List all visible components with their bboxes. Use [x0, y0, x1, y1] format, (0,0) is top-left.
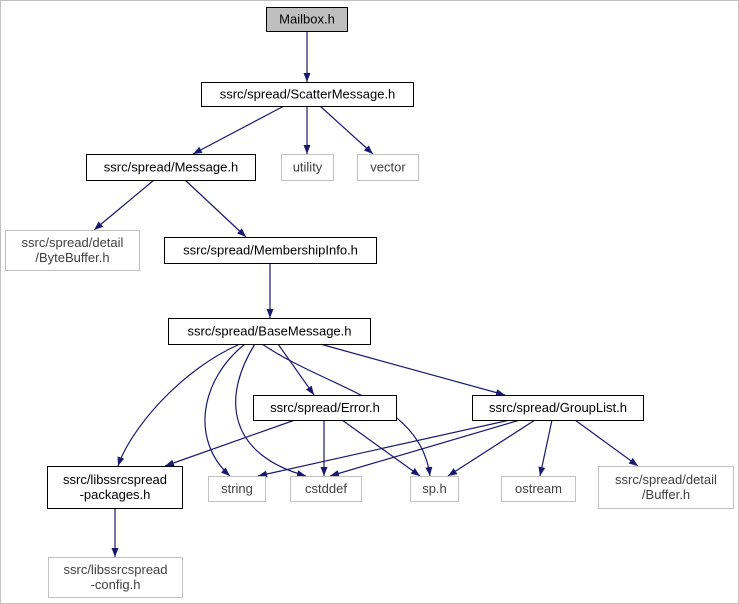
node-error-box: [253, 395, 397, 421]
node-bytebuffer-box: [5, 230, 140, 271]
node-packages-label: -packages.h: [80, 487, 151, 502]
edge-basemessage-to-cstddef: [235, 343, 307, 477]
node-vector-box: [357, 154, 419, 181]
node-bytebuffer: ssrc/spread/detail/ByteBuffer.h: [5, 230, 140, 271]
edge-grouplist-to-ostream: [538, 419, 553, 477]
node-basemessage-label: ssrc/spread/BaseMessage.h: [187, 324, 351, 339]
node-utility-box: [281, 154, 334, 181]
node-grouplist-box: [472, 395, 644, 421]
node-message[interactable]: ssrc/spread/Message.h: [86, 154, 256, 181]
node-membershipinfo-box: [164, 237, 377, 264]
node-string: string: [208, 476, 266, 502]
edge-basemessage-to-string: [204, 343, 246, 477]
node-error[interactable]: ssrc/spread/Error.h: [253, 395, 397, 421]
node-buffer-label: /Buffer.h: [642, 487, 690, 502]
node-utility: utility: [281, 154, 334, 181]
node-bytebuffer-label: ssrc/spread/detail: [22, 235, 124, 250]
node-message-box: [86, 154, 256, 181]
node-sp-box: [410, 476, 459, 502]
edge-error-to-packages: [164, 419, 296, 467]
edge-grouplist-to-buffer: [574, 419, 639, 467]
node-basemessage-box: [168, 318, 371, 345]
node-ostream: ostream: [501, 476, 576, 502]
node-buffer-label: ssrc/spread/detail: [615, 472, 717, 487]
edge-grouplist-to-string: [257, 419, 511, 478]
node-mailbox-label: Mailbox.h: [279, 12, 335, 27]
edge-scattermessage-to-message: [192, 105, 285, 155]
node-membershipinfo-label: ssrc/spread/MembershipInfo.h: [183, 243, 358, 258]
node-packages-box: [47, 466, 183, 509]
node-config-box: [48, 557, 183, 598]
node-bytebuffer-label: /ByteBuffer.h: [35, 250, 109, 265]
node-ostream-box: [501, 476, 576, 502]
node-string-box: [208, 476, 266, 502]
node-buffer-box: [598, 466, 734, 509]
edge-grouplist-to-sp: [447, 419, 536, 477]
node-string-label: string: [221, 481, 253, 496]
node-error-label: ssrc/spread/Error.h: [270, 400, 380, 415]
node-scattermessage-box: [201, 82, 414, 107]
edge-error-to-sp: [341, 419, 421, 477]
node-ostream-label: ostream: [515, 481, 562, 496]
node-membershipinfo[interactable]: ssrc/spread/MembershipInfo.h: [164, 237, 377, 264]
node-cstddef-label: cstddef: [305, 481, 347, 496]
node-vector: vector: [357, 154, 419, 181]
edge-basemessage-to-error: [277, 343, 315, 396]
edge-basemessage-to-grouplist: [319, 343, 506, 396]
node-vector-label: vector: [370, 160, 406, 175]
node-scattermessage[interactable]: ssrc/spread/ScatterMessage.h: [201, 82, 414, 107]
node-packages-label: ssrc/libssrcspread: [63, 472, 167, 487]
node-config-label: -config.h: [91, 577, 141, 592]
node-buffer: ssrc/spread/detail/Buffer.h: [598, 466, 734, 509]
edge-message-to-membershipinfo: [184, 179, 247, 238]
edge-grouplist-to-cstddef: [329, 419, 521, 477]
node-config: ssrc/libssrcspread-config.h: [48, 557, 183, 598]
node-config-label: ssrc/libssrcspread: [63, 562, 167, 577]
node-mailbox-box: [266, 7, 348, 32]
edge-message-to-bytebuffer: [93, 179, 155, 231]
node-grouplist[interactable]: ssrc/spread/GroupList.h: [472, 395, 644, 421]
node-grouplist-label: ssrc/spread/GroupList.h: [489, 400, 627, 415]
node-scattermessage-label: ssrc/spread/ScatterMessage.h: [220, 87, 396, 102]
node-mailbox[interactable]: Mailbox.h: [266, 7, 348, 32]
node-cstddef: cstddef: [290, 476, 362, 502]
node-message-label: ssrc/spread/Message.h: [104, 160, 238, 175]
edge-basemessage-to-packages: [117, 343, 241, 467]
edge-scattermessage-to-vector: [319, 105, 374, 155]
node-sp: sp.h: [410, 476, 459, 502]
node-utility-label: utility: [293, 160, 323, 175]
node-sp-label: sp.h: [422, 481, 447, 496]
node-cstddef-box: [290, 476, 362, 502]
node-basemessage[interactable]: ssrc/spread/BaseMessage.h: [168, 318, 371, 345]
node-packages[interactable]: ssrc/libssrcspread-packages.h: [47, 466, 183, 509]
